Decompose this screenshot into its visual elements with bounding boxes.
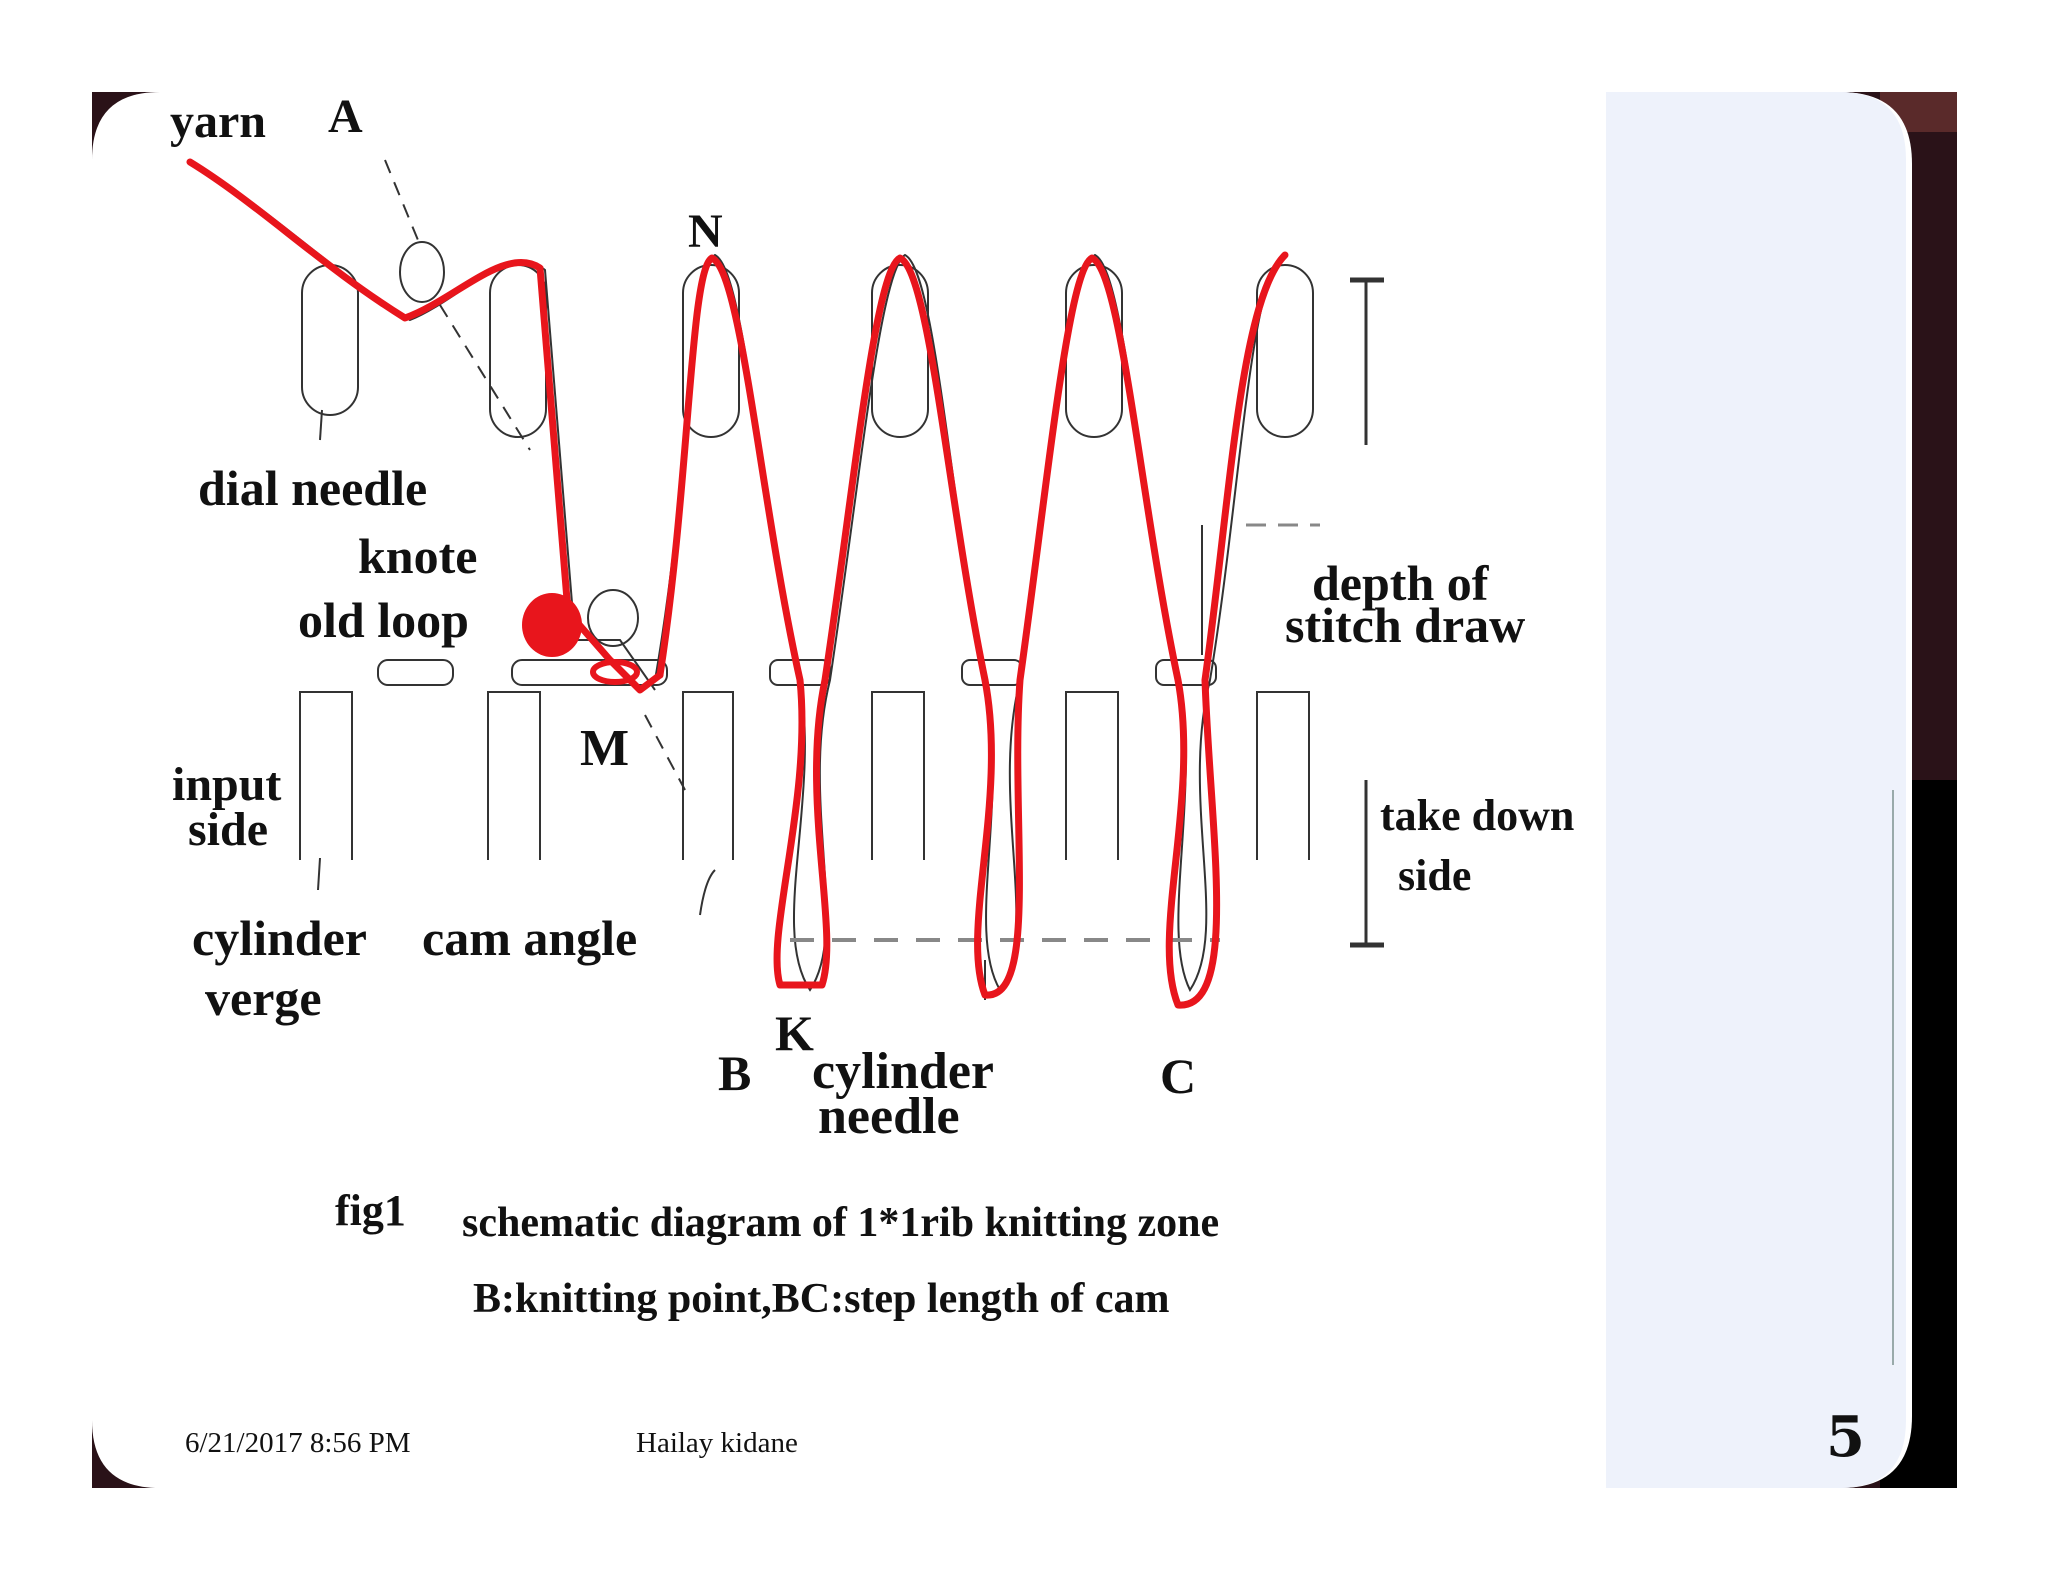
label-knote: knote — [358, 528, 477, 584]
cylinder-needle — [487, 691, 541, 860]
label-old-loop: old loop — [298, 592, 469, 648]
footer-author: Hailay kidane — [636, 1427, 798, 1459]
yarn-overlay — [186, 158, 664, 694]
label-cam-angle: cam angle — [422, 910, 637, 966]
caption-fig: fig1 — [335, 1186, 406, 1235]
caption-line2: B:knitting point,BC:step length of cam — [473, 1276, 1170, 1322]
label-verge: verge — [205, 970, 322, 1026]
yarn-overlay — [656, 251, 1289, 1009]
label-input-side: side — [188, 803, 268, 856]
label-k: K — [775, 1005, 814, 1061]
label-cylinder-needle-2: needle — [818, 1088, 960, 1145]
label-b: B — [718, 1045, 751, 1101]
slide-number: 5 — [1826, 1404, 1865, 1470]
label-m: M — [580, 720, 629, 777]
cylinder-needle — [1256, 691, 1310, 860]
label-a: A — [328, 90, 363, 143]
label-cylinder: cylinder — [192, 910, 367, 966]
label-depth-1: depth of — [1312, 555, 1490, 611]
label-n: N — [688, 205, 723, 258]
label-dial-needle: dial needle — [198, 460, 427, 516]
dial-needle — [1256, 264, 1314, 438]
loop-holder — [377, 659, 454, 686]
label-take-down-1: take down — [1380, 791, 1574, 840]
cylinder-needle — [1065, 691, 1119, 860]
loop-holder — [511, 659, 668, 686]
cylinder-needle — [871, 691, 925, 860]
footer-date: 6/21/2017 8:56 PM — [185, 1427, 411, 1459]
label-cylinder-needle-1: cylinder — [812, 1043, 994, 1100]
dial-needle — [301, 264, 359, 416]
knot-mark — [522, 593, 582, 657]
cylinder-needle — [682, 691, 734, 860]
label-c: C — [1160, 1048, 1196, 1104]
caption-line1: schematic diagram of 1*1rib knitting zon… — [462, 1200, 1219, 1246]
dial-needle — [489, 264, 547, 438]
label-depth-2: stitch draw — [1285, 597, 1525, 653]
cylinder-needle — [299, 691, 353, 860]
label-take-down-2: side — [1398, 851, 1471, 900]
loop-holder — [1155, 659, 1217, 686]
loop-holder — [961, 659, 1023, 686]
label-input: input — [172, 758, 281, 811]
guide-oval — [399, 241, 445, 303]
label-yarn: yarn — [170, 95, 266, 148]
old-loop-mark — [590, 659, 640, 685]
